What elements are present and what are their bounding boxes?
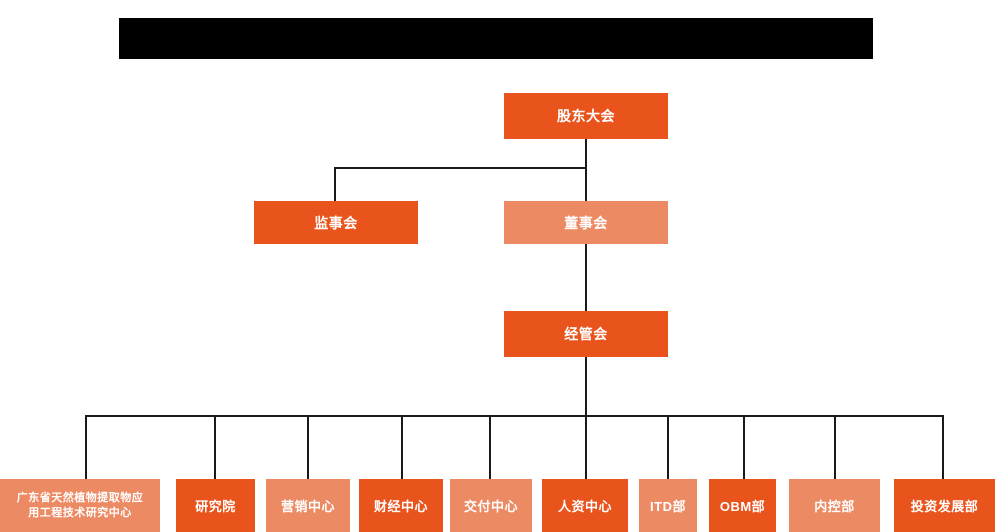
node-shareholders-meeting[interactable]: 股东大会 xyxy=(504,93,668,139)
connector-drop-d2 xyxy=(214,415,216,479)
node-internal-control-department[interactable]: 内控部 xyxy=(789,479,880,532)
connector-shareholders-to-board xyxy=(585,139,587,201)
node-marketing-center[interactable]: 营销中心 xyxy=(266,479,350,532)
connector-drop-d8 xyxy=(743,415,745,479)
node-label-line2: 用工程技术研究中心 xyxy=(28,506,132,519)
node-finance-center[interactable]: 财经中心 xyxy=(359,479,443,532)
node-hr-center[interactable]: 人资中心 xyxy=(542,479,628,532)
connector-drop-d3 xyxy=(307,415,309,479)
connector-drop-d1 xyxy=(85,415,87,479)
connector-drop-d4 xyxy=(401,415,403,479)
node-delivery-center[interactable]: 交付中心 xyxy=(450,479,532,532)
connector-to-supervisors xyxy=(334,167,336,201)
connector-drop-d6 xyxy=(585,415,587,479)
node-board-of-supervisors[interactable]: 监事会 xyxy=(254,201,418,244)
connector-drop-d5 xyxy=(489,415,491,479)
node-guangdong-research-center[interactable]: 广东省天然植物提取物应 用工程技术研究中心 xyxy=(0,479,160,532)
node-label-line1: 广东省天然植物提取物应 xyxy=(16,491,144,504)
node-management-committee[interactable]: 经管会 xyxy=(504,311,668,357)
node-obm-department[interactable]: OBM部 xyxy=(709,479,776,532)
connector-management-to-bus xyxy=(585,357,587,417)
connector-drop-d9 xyxy=(834,415,836,479)
connector-branch-supervisors xyxy=(334,167,587,169)
connector-department-bus xyxy=(85,415,944,417)
node-itd-department[interactable]: ITD部 xyxy=(639,479,697,532)
connector-drop-d7 xyxy=(667,415,669,479)
connector-drop-d10 xyxy=(942,415,944,479)
node-investment-development-department[interactable]: 投资发展部 xyxy=(894,479,995,532)
redacted-title-bar xyxy=(119,18,873,59)
node-research-institute[interactable]: 研究院 xyxy=(176,479,255,532)
node-board-of-directors[interactable]: 董事会 xyxy=(504,201,668,244)
connector-board-to-management xyxy=(585,240,587,311)
